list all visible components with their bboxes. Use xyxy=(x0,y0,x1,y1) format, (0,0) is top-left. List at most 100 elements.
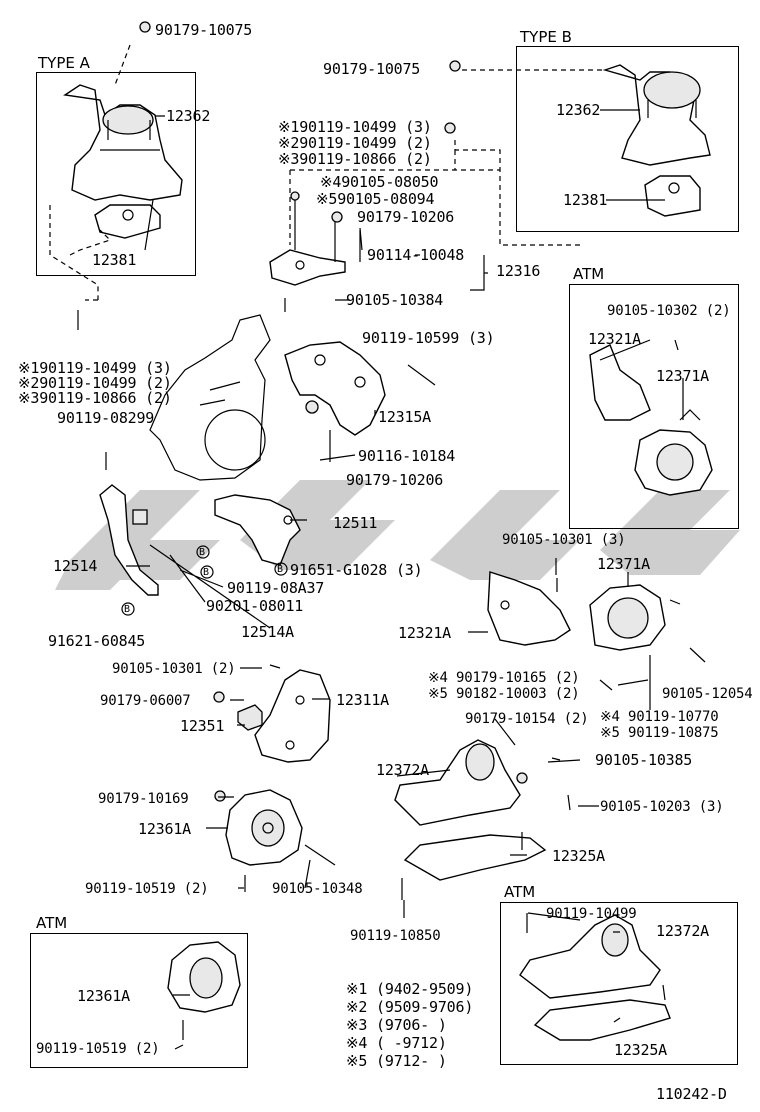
part-label: 90119-10519 (2) xyxy=(36,1041,160,1057)
bracket-12311a xyxy=(254,669,331,763)
part-label: 12316 xyxy=(496,262,541,280)
part-label: ※4 90179-10165 (2) xyxy=(428,670,580,686)
bracket-12381-type-a xyxy=(94,204,161,239)
type-b-box xyxy=(516,46,739,232)
part-label: 90105-10203 (3) xyxy=(600,799,724,815)
part-label: ※290119-10499 (2) xyxy=(278,134,432,152)
part-label: 12511 xyxy=(333,514,378,532)
legend-line: ※5 (9712- ) xyxy=(346,1052,447,1070)
leader-lines xyxy=(126,109,684,1050)
part-label: 12514A xyxy=(241,623,294,641)
part-label: 12361A xyxy=(138,820,191,838)
legend-line: ※3 (9706- ) xyxy=(346,1016,447,1034)
part-label: 90119-08299 xyxy=(57,409,155,427)
part-label: 90105-10301 (2) xyxy=(112,661,236,677)
part-label: 90179-10206 xyxy=(346,471,444,489)
part-label: 90179-10206 xyxy=(357,208,455,226)
circle-b-label: B xyxy=(199,547,205,558)
part-label: 12321A xyxy=(588,330,641,348)
legend-line: ※4 ( -9712) xyxy=(346,1034,447,1052)
legend-line: ※2 (9509-9706) xyxy=(346,998,474,1016)
bushing-12351 xyxy=(237,704,263,731)
part-label: 90179-10169 xyxy=(98,791,189,807)
part-label: 12371A xyxy=(597,555,650,573)
atm-bottom-left-box xyxy=(30,933,248,1068)
atm-bottom-left-title: ATM xyxy=(36,914,68,932)
part-label: 90119-10599 (3) xyxy=(362,329,495,347)
part-label: 12361A xyxy=(77,987,130,1005)
engine-mount-12362-type-b xyxy=(602,64,711,166)
bracket-12315a xyxy=(284,341,386,436)
part-label: 12325A xyxy=(552,847,605,865)
part-label: 90105-10348 xyxy=(272,881,363,897)
part-label: ※390119-10866 (2) xyxy=(278,150,432,168)
mount-12371a xyxy=(589,584,666,651)
cushion-12514a xyxy=(132,509,148,525)
part-label: 90201-08011 xyxy=(206,597,304,615)
part-label: ※4 90119-10770 xyxy=(600,709,719,725)
date-legend: ※1 (9402-9509) ※2 (9509-9706) ※3 (9706- … xyxy=(346,980,473,1070)
part-label: ※5 90182-10003 (2) xyxy=(428,686,580,702)
part-label: 91651-G1028 (3) xyxy=(290,561,423,579)
mount-12372a xyxy=(394,739,521,826)
part-label: 12514 xyxy=(53,557,98,575)
part-label: 90105-10302 (2) xyxy=(607,303,731,319)
bracket-12511 xyxy=(214,494,301,566)
part-label: 12372A xyxy=(376,761,429,779)
part-label: ※590105-08094 xyxy=(316,190,435,208)
bracket-12316 xyxy=(269,200,361,286)
part-label: 90116-10184 xyxy=(358,447,456,465)
type-a-title: TYPE A xyxy=(38,54,90,72)
part-label: 91621-60845 xyxy=(48,632,146,650)
part-label: 12362 xyxy=(556,101,601,119)
part-label: 12321A xyxy=(398,624,451,642)
part-label: 90105-12054 xyxy=(662,686,753,702)
engine-mount-12362-type-a xyxy=(63,84,183,201)
circle-b-label: B xyxy=(203,567,209,578)
type-a-box xyxy=(36,72,196,276)
circle-b-label: B xyxy=(277,564,283,575)
part-label: 12351 xyxy=(180,717,225,735)
bolt-icons xyxy=(77,21,706,1040)
part-label: 12362 xyxy=(166,107,211,125)
part-label: 90179-10075 xyxy=(323,60,421,78)
part-label: 90119-10499 xyxy=(546,906,637,922)
part-label: 12325A xyxy=(614,1041,667,1059)
part-label: 90119-08A37 xyxy=(227,579,325,597)
part-label: 90105-10385 xyxy=(595,751,693,769)
bracket-12514 xyxy=(99,484,159,596)
transmission-outline xyxy=(149,314,271,481)
circle-b-markers xyxy=(121,545,288,616)
type-b-title: TYPE B xyxy=(520,28,572,46)
bracket-12325a-atm xyxy=(533,999,671,1041)
bracket-12381-type-b xyxy=(644,175,701,217)
bracket-12321a xyxy=(487,571,571,646)
part-label: 90105-10301 (3) xyxy=(502,532,626,548)
part-label: 12381 xyxy=(92,251,137,269)
atm-bottom-right-box xyxy=(500,902,738,1065)
atm-right-title: ATM xyxy=(573,265,605,283)
part-label: 90119-10850 xyxy=(350,928,441,944)
part-label: 90179-10075 xyxy=(155,21,253,39)
mount-12361a xyxy=(225,789,303,866)
part-label: 90179-10154 (2) xyxy=(465,711,589,727)
mount-12372a-atm xyxy=(519,914,661,999)
part-label: 90114-10048 xyxy=(367,246,465,264)
atm-right-box xyxy=(569,284,739,529)
part-label: 12315A xyxy=(378,408,431,426)
atm-bottom-right-title: ATM xyxy=(504,883,536,901)
part-label: 12381 xyxy=(563,191,608,209)
part-label: 90179-06007 xyxy=(100,693,191,709)
bracket-12325a xyxy=(403,834,547,881)
mount-12371a-atm xyxy=(634,409,713,496)
part-label: ※5 90119-10875 xyxy=(600,725,719,741)
bracket-12321a-atm xyxy=(589,344,651,421)
part-label: ※390119-10866 (2) xyxy=(18,389,172,407)
legend-line: ※1 (9402-9509) xyxy=(346,980,474,998)
part-label: ※190119-10499 (3) xyxy=(18,359,172,377)
diagram-id: 110242-D xyxy=(656,1085,727,1103)
part-label: 12371A xyxy=(656,367,709,385)
part-label: ※490105-08050 xyxy=(320,173,439,191)
